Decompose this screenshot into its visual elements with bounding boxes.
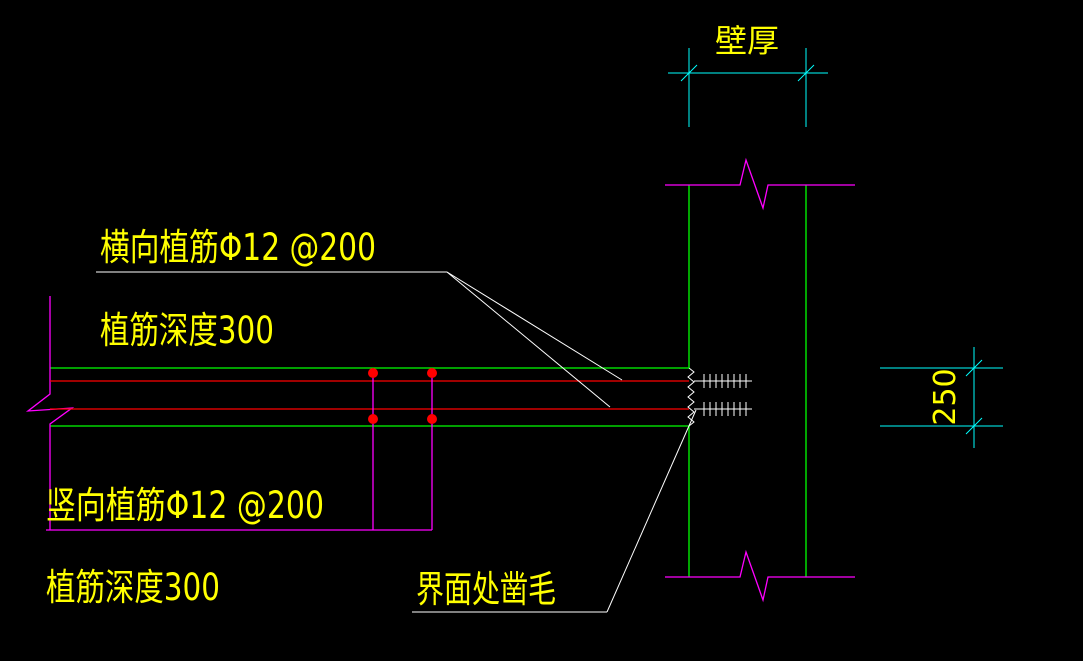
wall-thickness-label: 壁厚: [715, 22, 779, 60]
tick-bottom: [965, 417, 983, 435]
horizontal-rebar-leader-2: [446, 271, 611, 408]
interface-leader: [606, 409, 697, 613]
tick-top: [965, 359, 983, 377]
anchor-bottom-ticks: [703, 402, 747, 416]
rebar-dot: [427, 368, 437, 378]
horizontal-rebar-label: 横向植筋Φ12 @200: [100, 226, 376, 269]
anchor-top-ticks: [703, 374, 747, 388]
leader-lines: [96, 271, 697, 613]
wall-thickness-dimension: [668, 48, 828, 127]
slab-outline: [50, 367, 689, 427]
slab-thickness-dimension: [880, 347, 1003, 448]
slab-thickness-label: 250: [928, 368, 963, 425]
vertical-depth-label: 植筋深度300: [46, 566, 220, 609]
wall-break-top: [665, 157, 855, 211]
rebar-dot: [427, 414, 437, 424]
vertical-rebar-lines: [46, 373, 433, 531]
tick-left: [680, 64, 698, 82]
anchored-rebar-hatch-icon: [694, 374, 752, 416]
rebar-dot: [368, 414, 378, 424]
interface-roughening-zigzag: [687, 367, 695, 427]
rebars: [50, 380, 689, 410]
vertical-rebar-label: 竖向植筋Φ12 @200: [46, 484, 324, 527]
rebar-dot: [368, 368, 378, 378]
interface-roughening-label: 界面处凿毛: [416, 568, 556, 611]
wall-outline: [688, 185, 807, 577]
tick-right: [797, 64, 815, 82]
wall-break-bottom: [665, 549, 855, 603]
rebar-cross-section-icon: [368, 368, 437, 424]
horizontal-rebar-leader-1: [446, 271, 623, 381]
break-line-icon: [665, 157, 855, 603]
horizontal-depth-label: 植筋深度300: [100, 309, 274, 352]
